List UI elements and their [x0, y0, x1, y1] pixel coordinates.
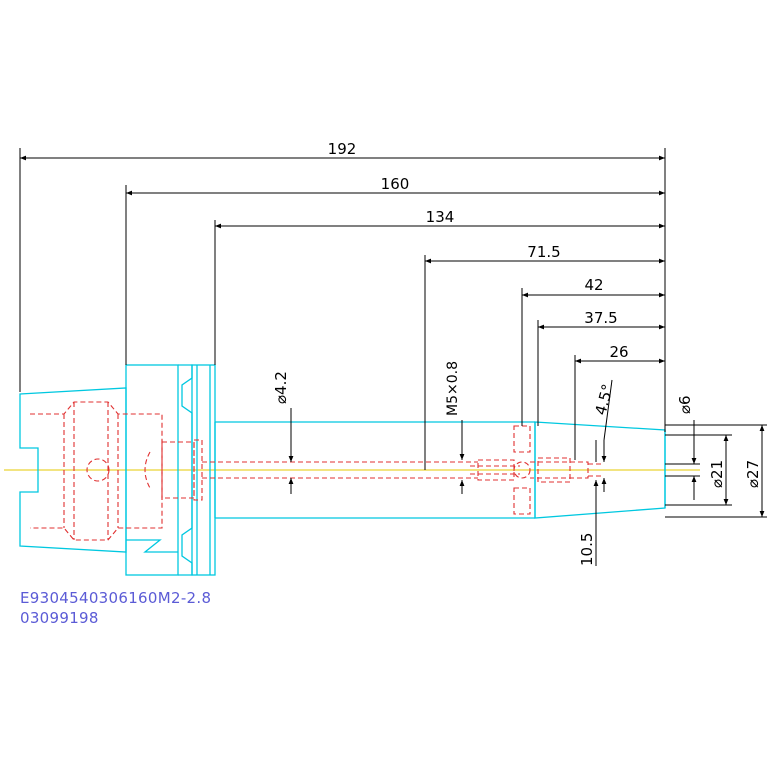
dim-37-5-label: 37.5 — [584, 309, 617, 327]
dim-134-label: 134 — [426, 208, 455, 226]
dim-thread-label: M5×0.8 — [445, 361, 461, 416]
dim-angle-label: 4.5° — [591, 382, 617, 417]
hidden-features — [30, 401, 604, 541]
dim-dia-21-label: ⌀21 — [708, 460, 726, 488]
part-number: E9304540306160M2-2.8 — [20, 589, 212, 607]
dim-160-label: 160 — [381, 175, 410, 193]
dim-26-label: 26 — [609, 343, 628, 361]
dim-42-label: 42 — [584, 276, 603, 294]
dim-10-5-label: 10.5 — [578, 533, 596, 566]
part-outline — [19, 364, 666, 576]
dim-192-label: 192 — [328, 140, 357, 158]
dim-dia-4-2-label: ⌀4.2 — [272, 371, 290, 404]
part-code: 03099198 — [20, 609, 99, 627]
dimension-lines — [19, 148, 767, 566]
dim-dia-6-label: ⌀6 — [676, 395, 694, 414]
dim-dia-27-label: ⌀27 — [744, 460, 762, 488]
dim-71-5-label: 71.5 — [527, 243, 560, 261]
